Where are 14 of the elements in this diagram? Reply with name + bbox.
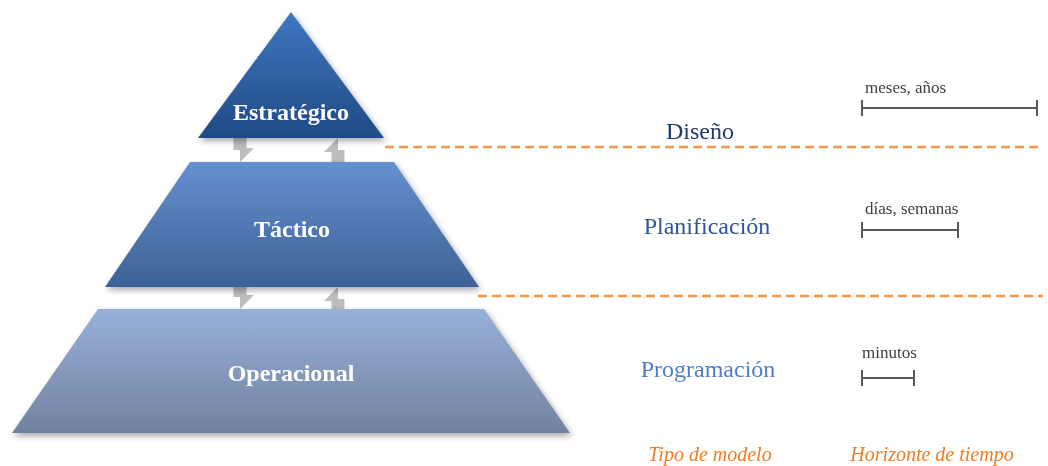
triangle-level bbox=[198, 12, 384, 138]
model-type-label: Planificación bbox=[643, 213, 771, 240]
time-horizon-label: días, semanas bbox=[865, 199, 959, 219]
level-label: Estratégico bbox=[233, 99, 349, 126]
model-type-label: Diseño bbox=[666, 118, 734, 145]
model-type-label: Programación bbox=[640, 356, 776, 383]
level-label: Operacional bbox=[227, 360, 355, 387]
column-heading: Horizonte de tiempo bbox=[850, 443, 1014, 466]
time-horizon-label: meses, años bbox=[865, 78, 947, 98]
time-horizon-label: minutos bbox=[862, 343, 917, 363]
trapezoid-level bbox=[12, 309, 570, 433]
trapezoid-level bbox=[105, 162, 479, 287]
column-heading: Tipo de modelo bbox=[648, 443, 772, 466]
level-label: Táctico bbox=[254, 216, 330, 243]
